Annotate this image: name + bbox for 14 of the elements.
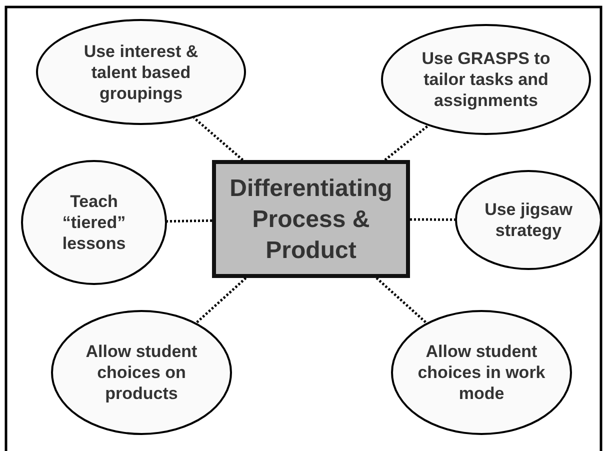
dotted-connector (376, 277, 428, 324)
dotted-connector (410, 218, 455, 221)
central-box (212, 160, 410, 278)
dotted-connector (166, 219, 212, 223)
idea-text: Use GRASPS to tailor tasks and assignments (420, 48, 552, 111)
dotted-connector (193, 116, 244, 161)
dotted-connector (196, 277, 247, 324)
dotted-connector (384, 124, 429, 161)
idea-text: Allow student choices in work mode (416, 341, 546, 404)
idea-text: Use jigsaw strategy (484, 199, 574, 241)
idea-text: Use interest & talent based groupings (82, 40, 200, 104)
central-title: Differentiating Process & Product (228, 174, 394, 266)
idea-text: Allow student choices on products (84, 341, 198, 404)
idea-text: Teach “tiered” lessons (61, 191, 127, 254)
